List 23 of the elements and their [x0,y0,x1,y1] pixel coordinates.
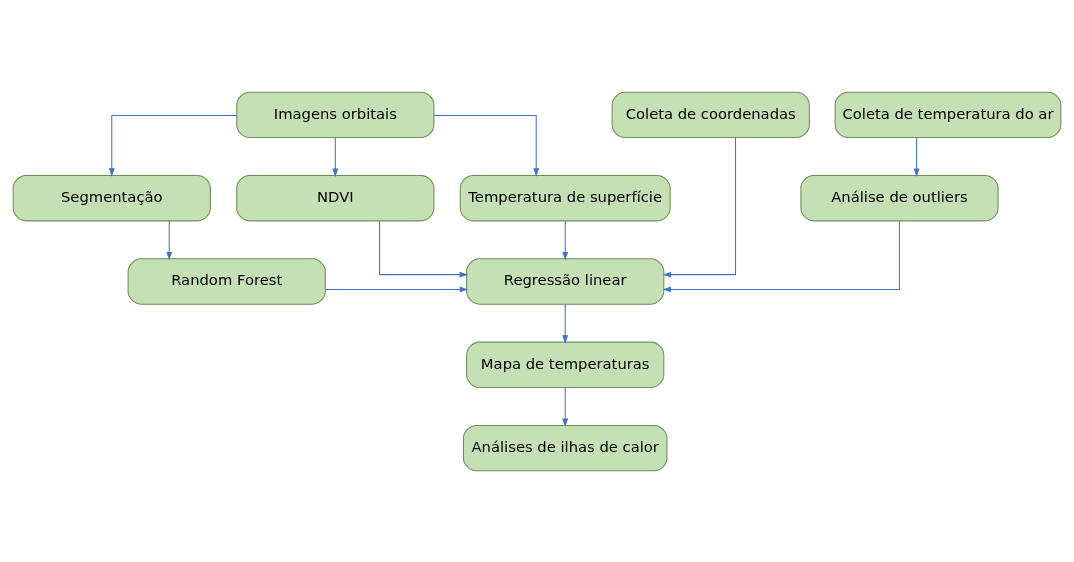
node-box: Segmentação [12,174,211,221]
arrow [332,136,339,177]
node-box: Temperatura de superfície [459,174,671,221]
arrow [379,220,468,278]
node-box: Coleta de temperatura do ar [834,91,1062,138]
node-box: NDVI [236,174,435,221]
node-box: Coleta de coordenadas [611,91,810,138]
arrow [562,219,569,260]
arrow [108,114,238,177]
node-box: Random Forest [127,257,326,305]
node-box: Regressão linear [466,257,665,305]
arrow [433,114,540,177]
arrow [166,219,173,260]
arrow [662,136,737,278]
node-box: Imagens orbitais [236,91,435,138]
arrow [562,386,569,427]
arrow [913,136,920,177]
node-box: Mapa de temperaturas [466,341,665,388]
arrow [325,285,469,292]
node-box: Análises de ilhas de calor [462,424,668,471]
arrow [662,220,900,292]
node-box: Análise de outliers [800,174,999,221]
arrow [562,303,569,344]
